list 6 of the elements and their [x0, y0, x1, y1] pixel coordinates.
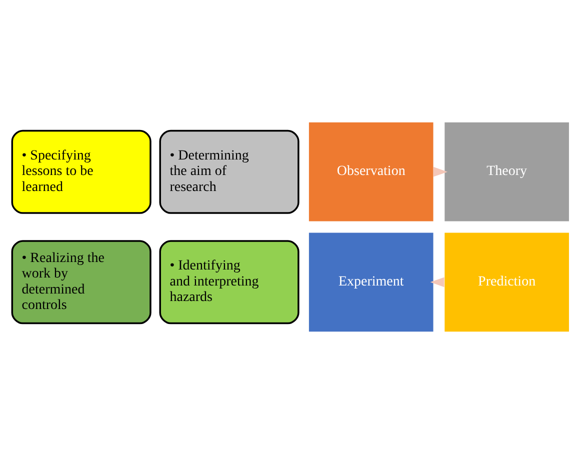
node-box: Theory	[442, 120, 571, 223]
node-box: • Specifying lessons to be learned	[11, 129, 152, 214]
node-box: Experiment	[307, 230, 436, 333]
node-box: • Realizing the work by determined controls	[11, 240, 152, 324]
node-box: • Identifying and interpreting hazards	[159, 240, 300, 324]
node-box: • Determining the aim of research	[159, 129, 300, 214]
